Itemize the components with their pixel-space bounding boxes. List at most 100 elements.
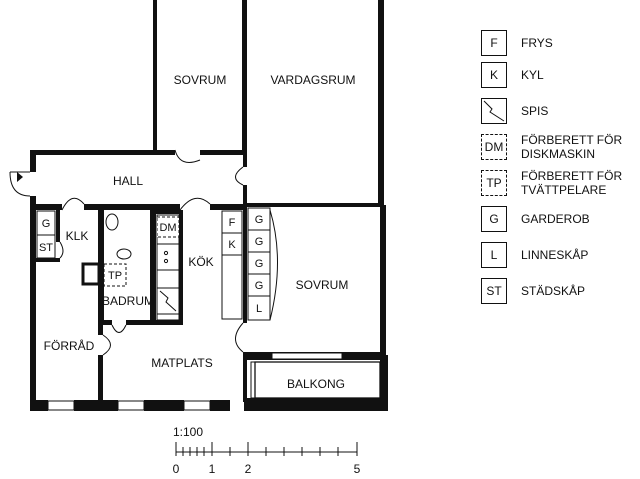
window [183,400,211,411]
legend-item-kyl: K KYL [478,62,640,88]
wall [200,150,247,155]
legend-item-stadskap: ST STÄDSKÅP [478,278,640,304]
legend-box: TP [481,170,507,196]
wall [98,320,112,325]
wall [30,258,60,262]
wall [156,320,182,325]
window [47,400,75,411]
wall [243,352,247,402]
legend-label-line2: TVÄTTPELARE [521,183,607,197]
wall [30,150,175,155]
legend-box: L [481,242,507,268]
linen-closet-l [247,295,271,321]
door-swing [102,334,111,356]
legend-box: G [481,206,507,232]
wall [244,203,384,207]
room-label-sovrum: SOVRUM [174,73,227,87]
fixture-label-g: G [255,280,264,292]
room-label-forrad: FÖRRÅD [44,338,95,353]
room-label-hall: HALL [113,174,143,188]
legend-box: K [481,62,507,88]
wall [156,210,182,214]
legend-label: FÖRBERETT FÖR DISKMASKIN [521,133,622,161]
wall [30,196,36,411]
stove-icon [159,290,177,312]
door-swing [235,322,244,353]
wall [210,400,230,411]
wall [74,400,118,411]
door-swing [179,197,211,211]
fixture-label-g: G [255,236,264,248]
wall [380,205,386,355]
closet-st-klk [36,234,56,259]
fixture-label-g: G [42,218,51,230]
wall [378,0,384,205]
legend-label: FÖRBERETT FÖR TVÄTTPELARE [521,169,622,197]
wall [150,210,156,325]
legend-item-tvattpelare: TP FÖRBERETT FÖR TVÄTTPELARE [478,169,640,197]
wall [153,0,157,150]
wall [98,210,104,325]
wall [30,400,48,411]
fixture-label-k: K [228,239,236,251]
legend-label-line1: FÖRBERETT FÖR [521,169,623,183]
washbasin [105,213,119,231]
wall [179,210,183,325]
room-label-kok: KÖK [188,255,213,269]
door-swing [111,324,127,333]
wall [30,150,36,172]
room-label-klk: KLK [66,229,89,243]
legend-label: LINNESKÅP [521,248,589,262]
legend-box: F [481,30,507,56]
wall [84,204,180,210]
legend-label: SPIS [521,104,549,118]
room-label-vardagsrum: VARDAGSRUM [270,73,355,87]
wall [243,205,247,323]
entrance-arrow-icon [17,172,23,182]
wall [126,320,156,325]
wall [56,210,60,242]
door-swing [61,197,85,211]
room-label-balkong: BALKONG [287,377,345,391]
wall [243,155,247,167]
legend-label: STÄDSKÅP [521,284,586,298]
fixture-label-g: G [255,258,264,270]
legend-item-garderob: G GARDEROB [478,206,640,232]
toilet [116,248,132,260]
tp-box [103,263,127,287]
legend-box: DM [481,134,507,160]
door-swing [269,209,278,321]
legend-label: FRYS [521,36,553,50]
balcony-outline [254,361,381,399]
door-swing [174,149,201,163]
fixture-label-g: G [255,214,264,226]
scale-tick-label: 2 [245,462,252,476]
fixture-label-l: L [256,303,262,315]
wall [98,355,103,405]
legend-item-diskmaskin: DM FÖRBERETT FÖR DISKMASKIN [478,133,640,161]
legend-item-linneskap: L LINNESKÅP [478,242,640,268]
legend-label-line2: DISKMASKIN [521,147,596,161]
legend-box [481,98,507,124]
scale-label: 1:100 [173,425,203,439]
counter [221,254,243,320]
door-swing [9,171,31,197]
shower [81,262,101,286]
scale-bar: 1:100 0 1 2 5 [173,425,361,476]
sink-box [156,243,180,271]
wall [244,398,388,411]
room-label-sovrum-2: SOVRUM [296,278,349,292]
wall [380,355,388,411]
legend-label: GARDEROB [521,212,590,226]
window [117,400,145,411]
wall [144,400,184,411]
stove-box [156,287,180,315]
stove-icon [483,100,505,122]
legend-label: KYL [521,68,544,82]
window [271,352,343,360]
legend-box: ST [481,278,507,304]
door-swing [59,241,64,259]
fixture-label-tp: TP [108,270,122,282]
room-label-matplats: MATPLATS [151,356,213,370]
